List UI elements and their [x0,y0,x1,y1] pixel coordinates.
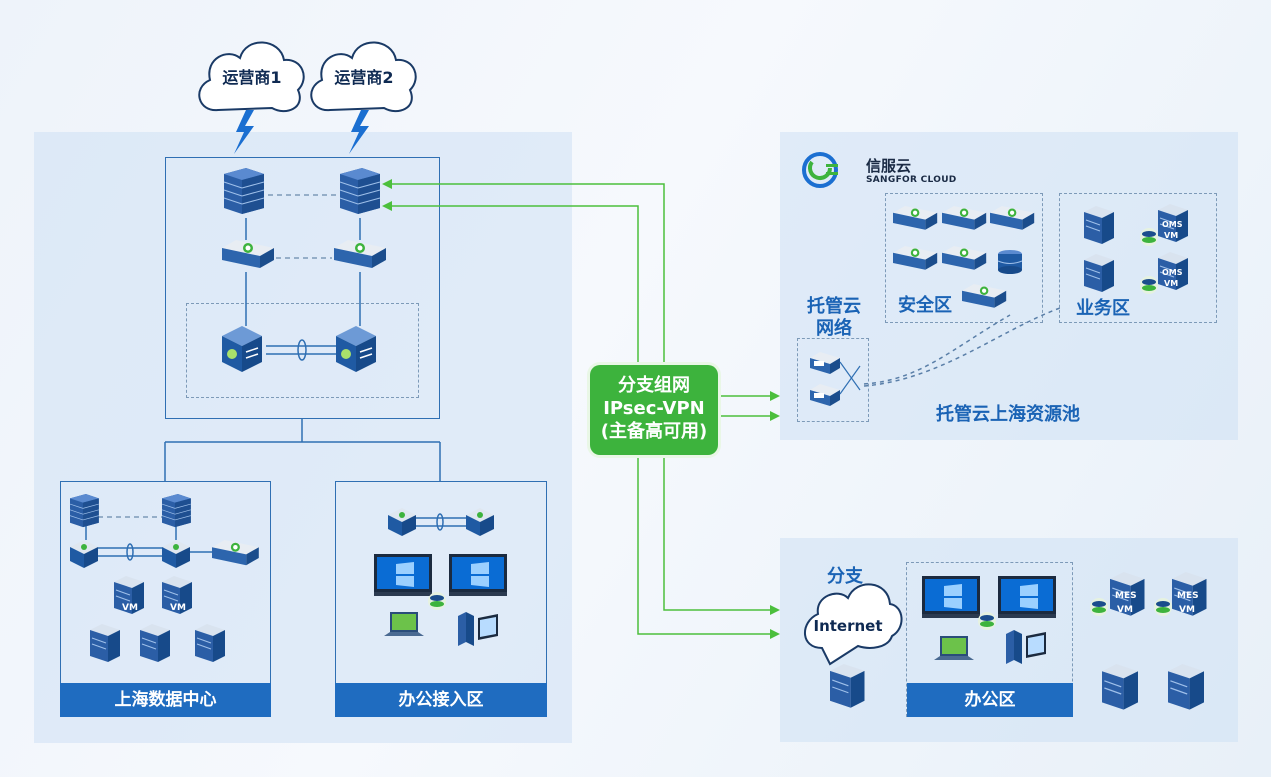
workstation-icon [1006,630,1046,664]
svg-text:VM: VM [122,603,138,613]
security-appliance-icon [893,206,938,230]
server-icon [1083,253,1115,293]
desktop-monitor-icon [449,554,507,596]
cloud-resource-panel [780,132,1238,440]
firewall-icon [69,493,100,528]
security-zone [885,193,1043,323]
firewall-icon [339,167,381,215]
office-access-label: 办公接入区 [335,683,547,717]
brand-name: 信服云 [866,157,912,175]
network-switch-icon [810,352,840,374]
server-icon [1083,205,1115,245]
mes-vm-server-icon: MES VM [1109,571,1146,617]
vpn-links [384,183,776,635]
vpn-mode: (主备高可用) [600,421,708,442]
svg-text:MES: MES [1115,591,1137,601]
svg-text:VM: VM [1164,279,1178,288]
gateway-appliance-icon [334,240,386,268]
oms-vm-server-icon: OMS VM [1157,203,1189,243]
sync-badge-icon [1090,598,1108,616]
business-zone [1059,193,1217,323]
mes-vm-server-icon: MES VM [1171,571,1208,617]
security-appliance-icon [942,246,987,270]
sync-badge-icon [1140,276,1158,294]
gateway-appliance-icon [222,240,274,268]
svg-text:VM: VM [1164,231,1178,240]
security-appliance-icon [990,206,1035,230]
carrier-cloud-1 [198,41,305,113]
desktop-monitor-icon [374,554,432,596]
sync-badge-icon [428,592,446,610]
server-icon [1101,663,1139,711]
svg-text:MES: MES [1177,591,1199,601]
oms-vm-server-icon: OMS VM [1157,251,1189,291]
business-zone-label: 业务区 [1076,298,1130,319]
security-appliance-icon [942,206,987,230]
vm-server-icon: VM [113,575,145,615]
office-label: 办公区 [907,683,1073,717]
sync-badge-icon [1140,228,1158,246]
internet-cloud [804,583,903,666]
server-icon [829,663,866,709]
core-switch-group [186,303,419,398]
svg-text:VM: VM [1117,605,1133,615]
carrier-1-label: 运营商1 [222,68,282,87]
core-zone [165,157,440,419]
brand-sub: SANGFOR CLOUD [866,175,957,185]
datacenter-label: 上海数据中心 [60,683,271,717]
switch-icon [162,540,190,568]
workstation-icon [458,612,498,646]
laptop-icon [934,636,974,660]
hosted-network-label: 托管云 网络 [807,296,861,339]
firewall-icon [161,493,192,528]
server-icon [1167,663,1205,711]
vpn-label-box: 分支组网 IPsec-VPN (主备高可用) [590,365,718,455]
link-bolt-icon [349,110,369,154]
desktop-monitor-icon [922,576,980,618]
core-switch-icon [335,325,377,373]
sync-badge-icon [1154,598,1172,616]
security-zone-label: 安全区 [898,295,952,316]
vpn-title: 分支组网 [618,375,690,396]
svg-text:OMS: OMS [1162,268,1183,277]
carrier-2-label: 运营商2 [334,68,394,87]
link-bolt-icon [234,110,254,154]
sync-badge-icon [978,612,996,630]
internet-label: Internet [813,617,883,635]
vpn-protocol: IPsec-VPN [603,398,705,419]
svg-text:VM: VM [170,603,186,613]
switch-icon [388,508,416,536]
firewall-icon [223,167,265,215]
core-switch-icon [221,325,263,373]
branch-label: 分支 [827,566,863,587]
desktop-monitor-icon [998,576,1056,618]
resource-pool-label: 托管云上海资源池 [936,404,1080,425]
core-links [164,218,441,481]
hosted-network-zone [797,338,869,422]
switch-icon [466,508,494,536]
security-appliance-icon [962,284,1007,308]
laptop-icon [384,612,424,636]
vm-server-icon: VM [161,575,193,615]
svg-text:OMS: OMS [1162,220,1183,229]
storage-icon [997,249,1023,275]
carrier-cloud-2 [310,41,417,113]
network-switch-icon [810,384,840,406]
security-appliance-icon [893,246,938,270]
server-icon [89,623,121,663]
switch-icon [70,540,98,568]
svg-text:VM: VM [1179,605,1195,615]
brand: 信服云 SANGFOR CLOUD [866,157,957,186]
sangfor-logo-icon [802,152,838,188]
server-icon [139,623,171,663]
gateway-appliance-icon [212,540,259,566]
server-icon [194,623,226,663]
hq-panel [34,132,572,743]
